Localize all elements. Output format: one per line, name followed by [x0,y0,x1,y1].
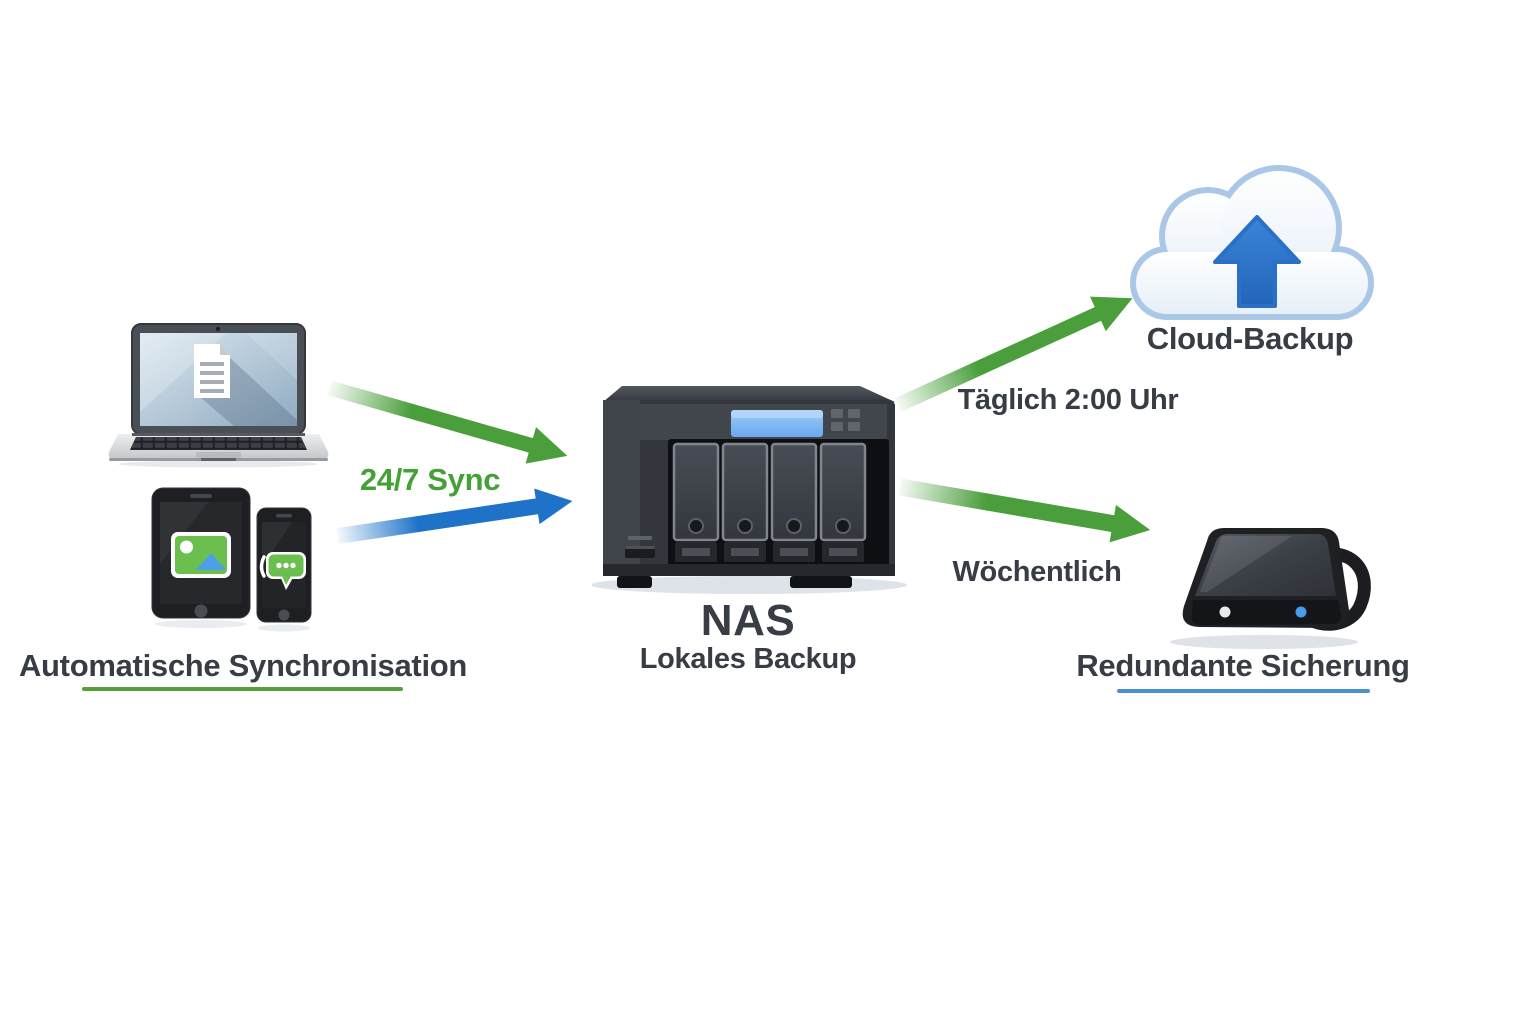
home-button [278,609,290,621]
cloud-schedule-label: Täglich 2:00 Uhr [957,384,1179,416]
upload-arrow-icon [1213,215,1301,308]
cloud-upload-icon [1130,165,1374,320]
tablet-icon [151,487,251,628]
arrow-nas-to-drive [898,478,1151,543]
sync-arrow-label: 24/7 Sync [359,462,501,497]
external-drive-label: Redundante Sicherung [1076,648,1410,683]
led-indicator-blue [1295,606,1307,618]
nas-icon [592,386,907,594]
source-devices-caption: Automatische Synchronisation [18,648,468,683]
home-button [194,604,208,618]
webcam-icon [215,326,221,332]
cloud-backup-label: Cloud-Backup [1146,321,1354,356]
document-icon [194,344,230,398]
nas-title: NAS [700,596,796,645]
green-underline [82,687,403,691]
led-indicator-white [1219,606,1231,618]
drive-schedule-label: Wöchentlich [952,556,1122,588]
arrow-laptop-to-nas [327,380,568,464]
nas-power-button [625,536,655,558]
drive-front-panel [1191,600,1342,625]
smartphone-icon [256,507,312,632]
laptop-icon [108,323,329,468]
photo-icon [171,532,231,578]
arrow-nas-to-cloud [894,296,1133,412]
nas-subtitle: Lokales Backup [639,643,857,675]
arrow-devices-to-nas [336,488,573,544]
nas-buttons [831,409,860,431]
chat-icon [259,552,306,590]
blue-underline [1117,689,1370,693]
drive-bays [672,442,867,562]
external-drive-icon [1170,528,1371,649]
trackpad [196,452,241,459]
keyboard [130,437,307,450]
